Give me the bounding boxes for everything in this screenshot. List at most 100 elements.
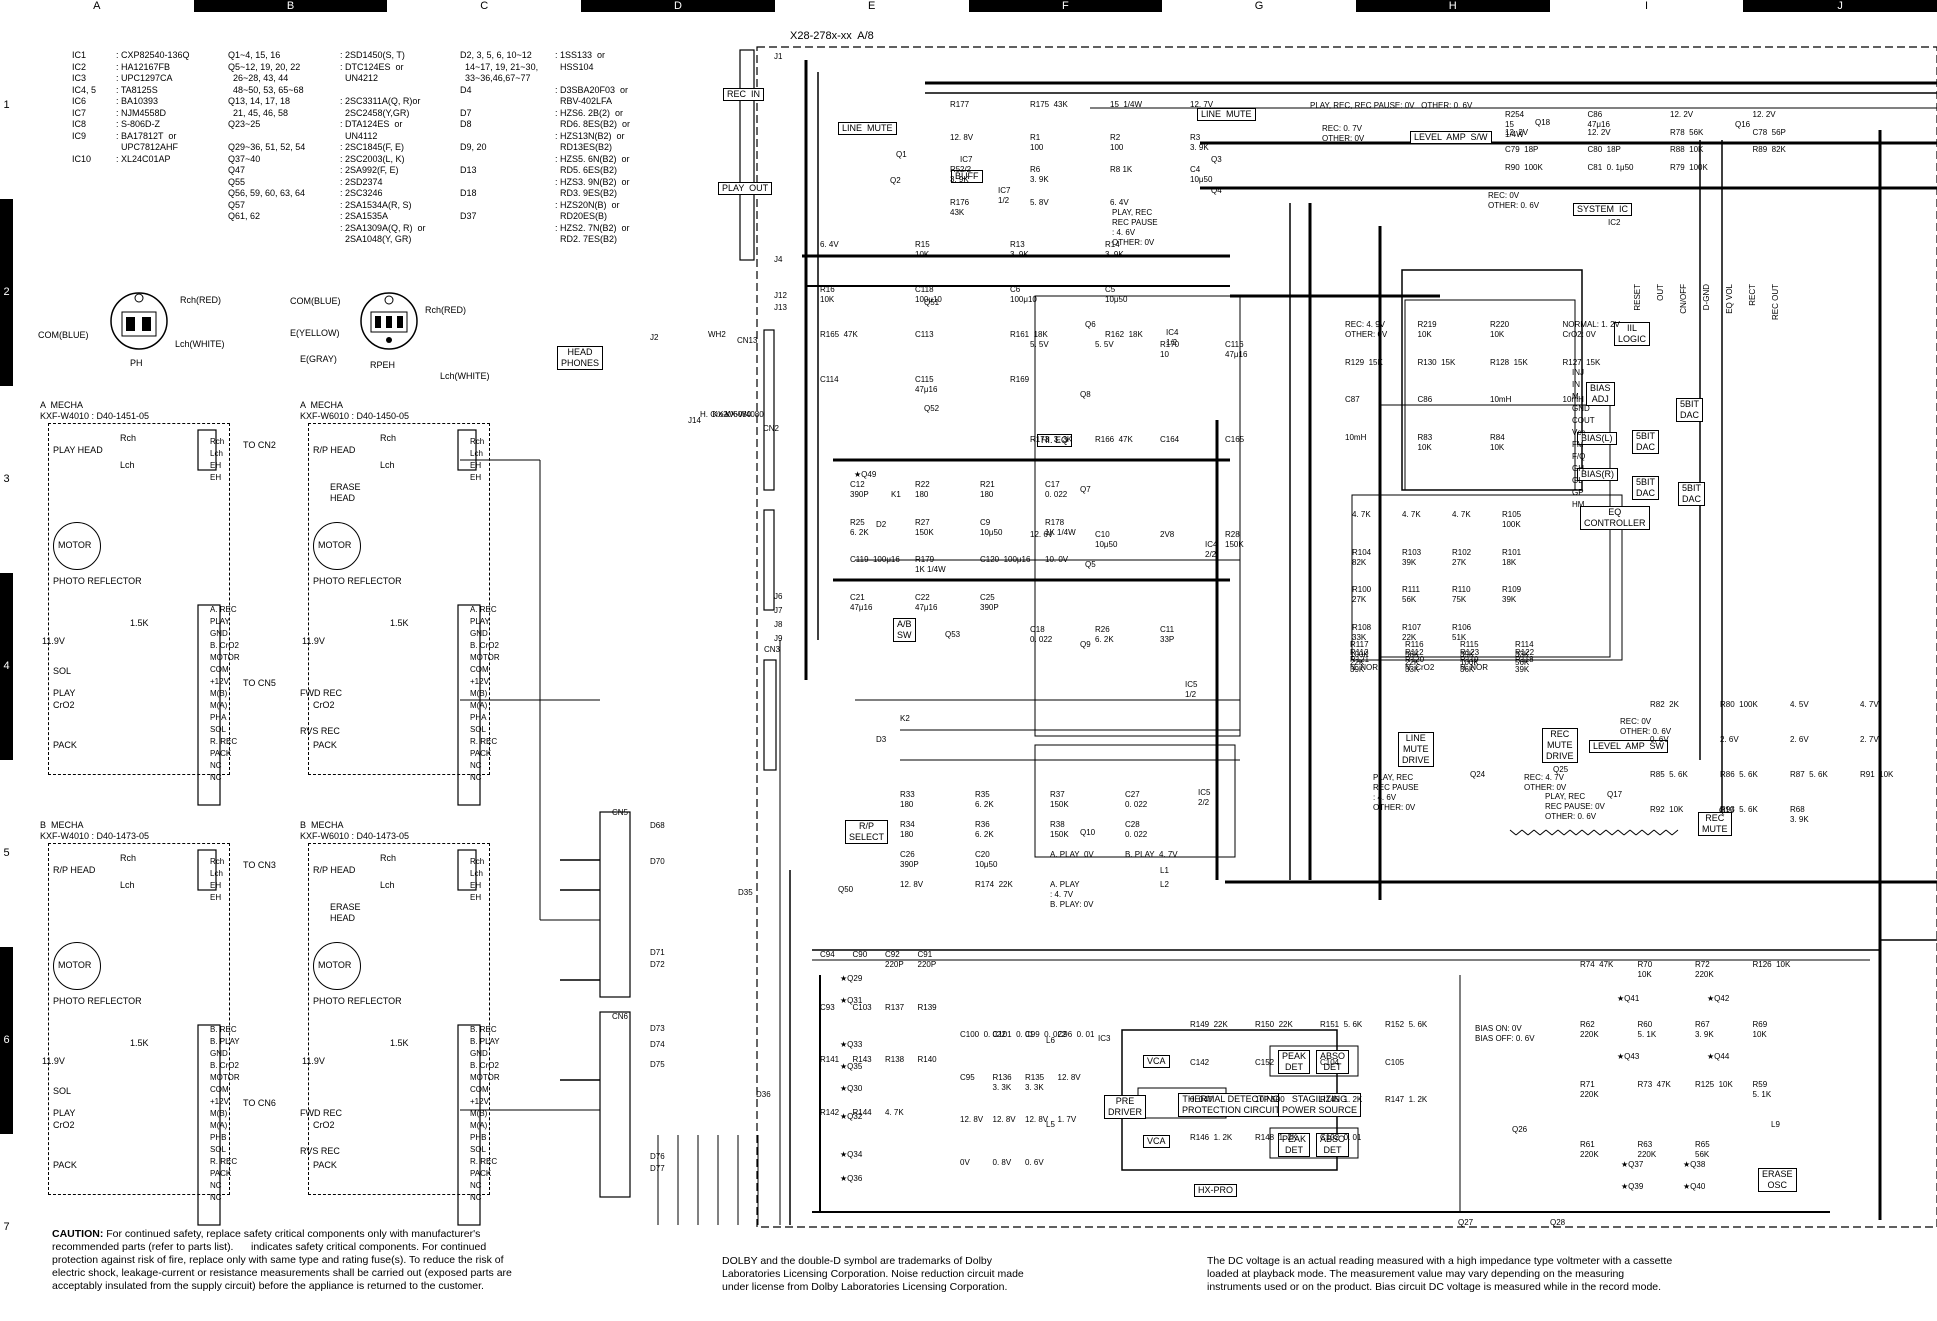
- mecha-pin: B. CrO2: [470, 641, 499, 650]
- mecha-head-pin: Lch: [470, 449, 483, 458]
- value-label: C11 33P: [1160, 625, 1175, 644]
- box-level-amp: LEVEL AMP S/W: [1410, 131, 1492, 144]
- part-value: : NJM4558D: [116, 107, 167, 118]
- wire-frame: [1401, 269, 1583, 491]
- value-label: C18 0. 022: [1030, 625, 1053, 644]
- mecha-pin: R. REC: [210, 737, 238, 746]
- wire-frame: [197, 604, 221, 806]
- box-peak-det2: PEAK DET: [1278, 1133, 1311, 1157]
- value-label: R8 1K: [1110, 165, 1133, 174]
- value-label: A. PLAY 0V: [1050, 850, 1094, 859]
- value-label: R113 22K: [1350, 647, 1369, 667]
- wire-frame: [1404, 299, 1576, 491]
- component-label: L2: [1160, 880, 1169, 889]
- box-dac1: 5BIT DAC: [1676, 398, 1704, 422]
- value-label: R137: [885, 1002, 905, 1012]
- part-value: : HA12167FB: [116, 61, 171, 72]
- value-label: R110 75K: [1452, 585, 1471, 604]
- part-ref: 14~17, 19, 21~30,: [460, 61, 539, 72]
- wire-frame: [1379, 404, 1611, 658]
- mecha-pin: NC: [470, 773, 482, 782]
- value-label: R28 150K: [1225, 530, 1244, 549]
- component-label: IC5 1/2: [1185, 680, 1198, 699]
- component-label: CN5: [612, 808, 629, 817]
- mecha-pin: B. PLAY: [470, 1037, 500, 1046]
- value-label: C102 0. 01: [1320, 1132, 1362, 1142]
- mecha-pin: A. REC: [470, 605, 497, 614]
- part-value: : 2SA1309A(Q, R) or: [340, 222, 426, 233]
- wire-frame: [197, 429, 217, 471]
- part-row: RBV-402LFA: [460, 96, 630, 108]
- mecha-model: KXF-W6010 : D40-1450-05: [300, 411, 410, 421]
- mecha-title: B MECHA: [40, 820, 84, 830]
- part-row: Q55: 2SD2374: [228, 177, 426, 189]
- value-label: R91 10K: [1860, 770, 1894, 779]
- photo-reflector-label: PHOTO REFLECTOR: [313, 996, 402, 1006]
- lch-label: Lch: [120, 460, 135, 470]
- r15k-label: 1.5K: [130, 1038, 149, 1048]
- component-label: Q7: [1080, 485, 1091, 494]
- mecha-pin: M(A): [210, 1121, 228, 1130]
- ic2-pin: RESET: [1633, 284, 1642, 311]
- ph-com-label: COM(BLUE): [38, 330, 89, 340]
- component-label: ★Q29: [840, 974, 863, 983]
- value-label: R177: [950, 100, 970, 109]
- value-label: R220 10K: [1490, 320, 1510, 339]
- value-label: R73 47K: [1637, 1080, 1671, 1089]
- box-pre-driver: PRE DRIVER: [1104, 1095, 1147, 1119]
- part-ref: Q37~40: [228, 153, 261, 164]
- value-label: C4 10μ50: [1190, 165, 1213, 184]
- part-ref: [460, 131, 555, 143]
- value-label: R254 15 1/4W: [1505, 110, 1525, 139]
- component-label: L5: [1046, 1120, 1055, 1129]
- value-label: C86: [1417, 395, 1433, 404]
- mecha-pin: NC: [210, 761, 222, 770]
- component-label: CN2: [763, 424, 780, 433]
- value-label: R101 18K: [1502, 547, 1522, 567]
- value-label: R60 5. 1K: [1637, 1020, 1657, 1039]
- value-label: R26 6. 2K: [1095, 625, 1114, 644]
- value-label: R21 180: [980, 480, 995, 499]
- part-ref: IC8: [72, 119, 87, 129]
- mecha-pin: COM: [470, 665, 489, 674]
- grid-col-b: B: [193, 0, 388, 12]
- part-ref: D2, 3, 5, 6, 10~12: [460, 50, 532, 60]
- component-label: ★Q36: [840, 1174, 863, 1183]
- value-label: R3 3. 9K: [1190, 132, 1209, 152]
- wire: [1551, 829, 1559, 836]
- value-label: R25 6. 2K: [850, 517, 869, 537]
- value-label: 0. 047: [1190, 1095, 1213, 1104]
- component-label: ★Q39: [1621, 1182, 1644, 1191]
- box-rp-select: R/P SELECT: [845, 820, 889, 844]
- rpeh-com-label: COM(BLUE): [290, 296, 341, 306]
- pack-label: PACK: [53, 740, 77, 750]
- mecha-dashed-frame: [48, 423, 230, 775]
- value-label: R125 10K: [1695, 1080, 1733, 1089]
- box-abso-det2: ABSO DET: [1316, 1133, 1350, 1157]
- wire-frame: [1269, 1127, 1359, 1159]
- part-value: : 2SD1450(S, T): [340, 50, 405, 60]
- value-label: KX-W4080: [725, 410, 764, 419]
- value-label: C101 0. 01: [992, 1030, 1034, 1039]
- mecha-pin: M(A): [210, 701, 228, 710]
- lch-label: Lch: [120, 880, 135, 890]
- cro2-label: CrO2: [313, 1120, 335, 1130]
- component-label: J14: [688, 416, 701, 425]
- value-label: R83 10K: [1417, 432, 1433, 452]
- mecha-pin: MOTOR: [210, 653, 240, 662]
- value-label: R219 10K: [1417, 320, 1437, 339]
- component-label: Q6: [1085, 320, 1096, 329]
- value-label: R93 5. 6K: [1720, 805, 1758, 814]
- value-label: R34 180: [900, 820, 915, 839]
- part-row: D2, 3, 5, 6, 10~12: 1SS133 or: [460, 50, 630, 62]
- value-label: C80 18P: [1587, 145, 1621, 154]
- value-label: R16 10K: [820, 285, 835, 304]
- component-label: Q24: [1470, 770, 1486, 779]
- part-ref: D4: [460, 84, 472, 95]
- component-label: D76: [650, 1152, 665, 1161]
- mecha-pin: +12V: [470, 1097, 489, 1106]
- wire: [1533, 829, 1541, 836]
- part-value: RBV-402LFA: [555, 96, 613, 106]
- part-row: D9, 20 RD13ES(B2): [460, 142, 630, 154]
- value-label: C21 47μ16: [850, 592, 873, 612]
